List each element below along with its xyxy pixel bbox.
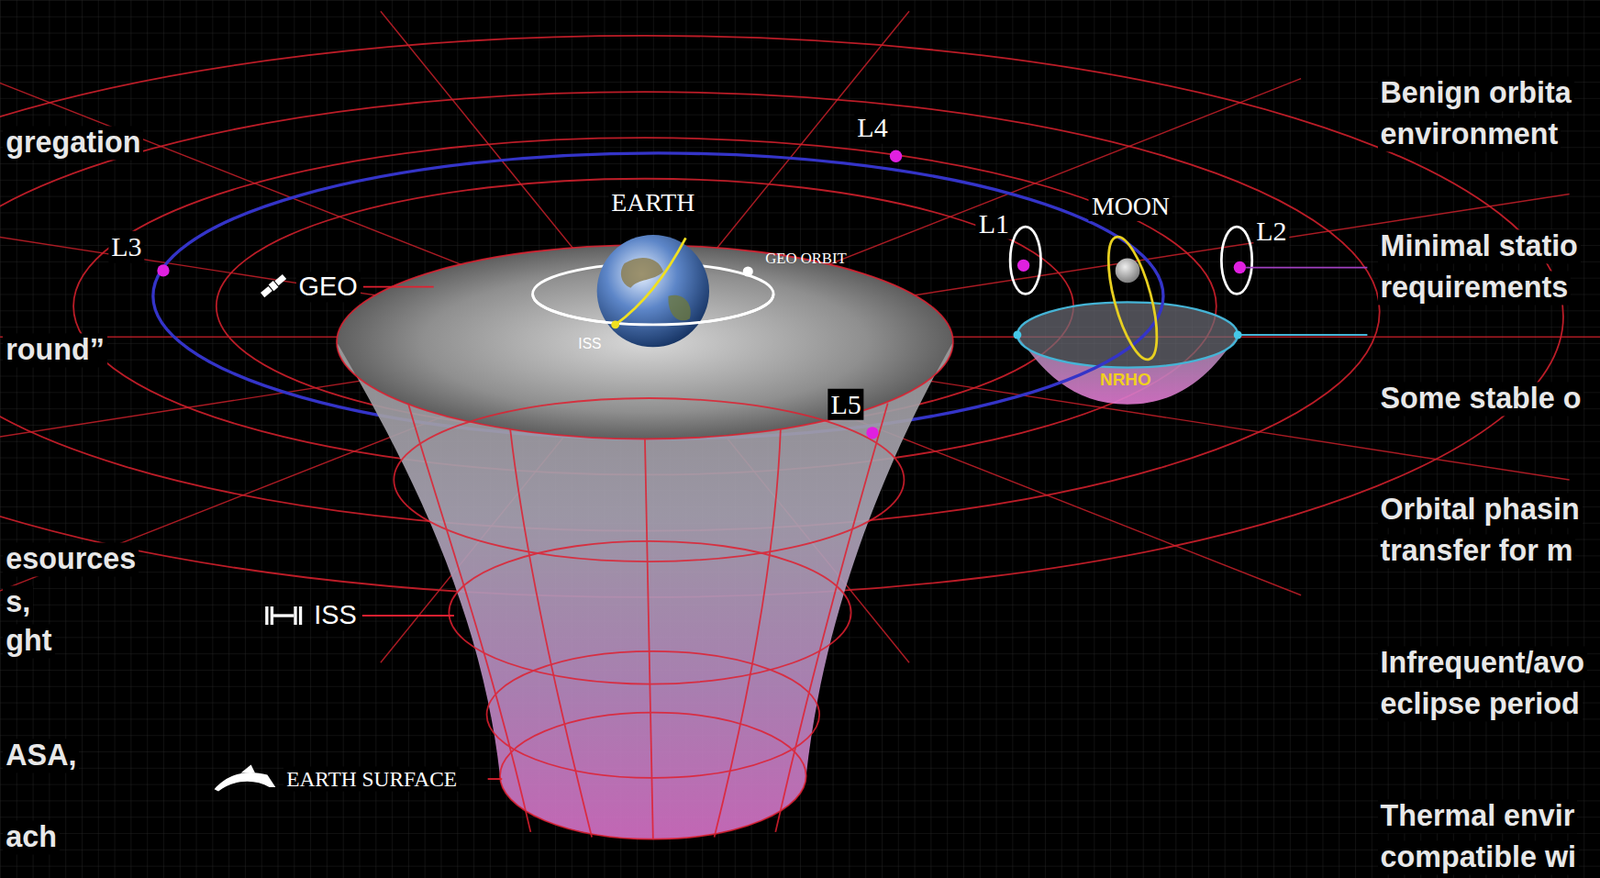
earth-gravity-funnel bbox=[393, 398, 904, 562]
earth-gravity-funnel bbox=[487, 651, 821, 778]
moon-orbit bbox=[153, 153, 1164, 440]
earth-globe bbox=[615, 237, 687, 325]
moon-gravity-well bbox=[1012, 301, 1367, 404]
body-label: EARTH bbox=[608, 188, 698, 218]
lagrange-orbits bbox=[1115, 258, 1141, 284]
benefit-text: Infrequent/avo bbox=[1377, 646, 1589, 681]
benefit-text: requirements bbox=[1377, 270, 1572, 305]
equipotential-rings bbox=[73, 137, 1217, 475]
side-note: ght bbox=[2, 623, 55, 658]
benefit-text: environment bbox=[1377, 117, 1562, 152]
lagrange-points bbox=[1017, 259, 1030, 272]
lagrange-points bbox=[156, 150, 1246, 440]
lagrange-label: L5 bbox=[827, 388, 864, 421]
lagrange-orbits bbox=[1221, 226, 1252, 294]
lagrange-orbits bbox=[1098, 232, 1167, 365]
earth-gravity-funnel bbox=[714, 428, 781, 837]
orbit-label: NRHO bbox=[1100, 369, 1152, 390]
moon-gravity-well bbox=[1237, 333, 1367, 336]
side-note: esources bbox=[2, 542, 139, 577]
moon-gravity-well bbox=[1233, 331, 1243, 340]
lagrange-points bbox=[1233, 261, 1246, 274]
orbit-label: GEO ORBIT bbox=[765, 249, 847, 267]
body-label: MOON bbox=[1088, 191, 1173, 222]
lagrange-label: L2 bbox=[1253, 214, 1289, 247]
benefit-text: Thermal envir bbox=[1377, 800, 1578, 834]
satellite-icon bbox=[260, 286, 273, 298]
surface-label: EARTH SURFACE bbox=[283, 766, 460, 792]
earth-globe bbox=[597, 234, 710, 347]
shuttle-icon bbox=[214, 772, 277, 791]
side-note: round” bbox=[2, 333, 108, 367]
orbit-label: ISS bbox=[311, 600, 360, 631]
benefit-text: Benign orbita bbox=[1377, 77, 1575, 112]
lagrange-orbits bbox=[1010, 226, 1367, 365]
moon-gravity-well bbox=[1012, 331, 1022, 340]
earth-gravity-funnel bbox=[510, 428, 592, 837]
earth-globe bbox=[533, 293, 774, 324]
benefit-text: Minimal statio bbox=[1377, 230, 1581, 265]
benefit-text: transfer for m bbox=[1377, 533, 1577, 568]
side-note: gregation bbox=[2, 125, 144, 160]
satellite-icon bbox=[274, 274, 287, 286]
lagrange-points bbox=[889, 150, 902, 163]
lagrange-points bbox=[156, 264, 169, 277]
station-icon bbox=[293, 606, 297, 625]
lagrange-points bbox=[866, 426, 878, 439]
benefit-text: Some stable o bbox=[1377, 382, 1585, 417]
shuttle-icon bbox=[240, 764, 256, 773]
shuttle-icon bbox=[214, 764, 277, 791]
side-note: ach bbox=[2, 820, 60, 855]
leader-lines bbox=[362, 287, 502, 779]
lagrange-label: L4 bbox=[854, 111, 890, 145]
side-note: s, bbox=[2, 585, 34, 620]
orbit-label: ISS bbox=[577, 335, 601, 353]
earth-gravity-funnel bbox=[336, 342, 954, 840]
earth-globe bbox=[611, 320, 620, 329]
side-note: ASA, bbox=[2, 738, 79, 773]
earth-globe bbox=[533, 234, 774, 347]
lagrange-orbits bbox=[1245, 266, 1367, 269]
station-icon bbox=[273, 613, 294, 617]
leader-lines bbox=[362, 614, 455, 617]
earth-gravity-funnel bbox=[775, 403, 888, 833]
benefit-text: compatible wi bbox=[1377, 840, 1580, 875]
lagrange-label: L3 bbox=[108, 231, 145, 264]
satellite-icon bbox=[259, 273, 288, 299]
lagrange-label: L1 bbox=[976, 207, 1012, 240]
leader-lines bbox=[363, 286, 434, 289]
leader-lines bbox=[488, 777, 503, 780]
benefit-text: eclipse period bbox=[1377, 687, 1583, 722]
earth-gravity-funnel bbox=[644, 439, 654, 840]
station-icon bbox=[299, 606, 302, 625]
station-icon bbox=[265, 606, 268, 625]
benefit-text: Orbital phasin bbox=[1377, 493, 1583, 528]
lagrange-orbits bbox=[1010, 226, 1041, 294]
earth-globe bbox=[667, 295, 690, 322]
station-icon bbox=[265, 606, 302, 625]
earth-globe bbox=[743, 266, 754, 277]
orbit-label: GEO bbox=[296, 271, 361, 302]
station-icon bbox=[270, 606, 274, 625]
